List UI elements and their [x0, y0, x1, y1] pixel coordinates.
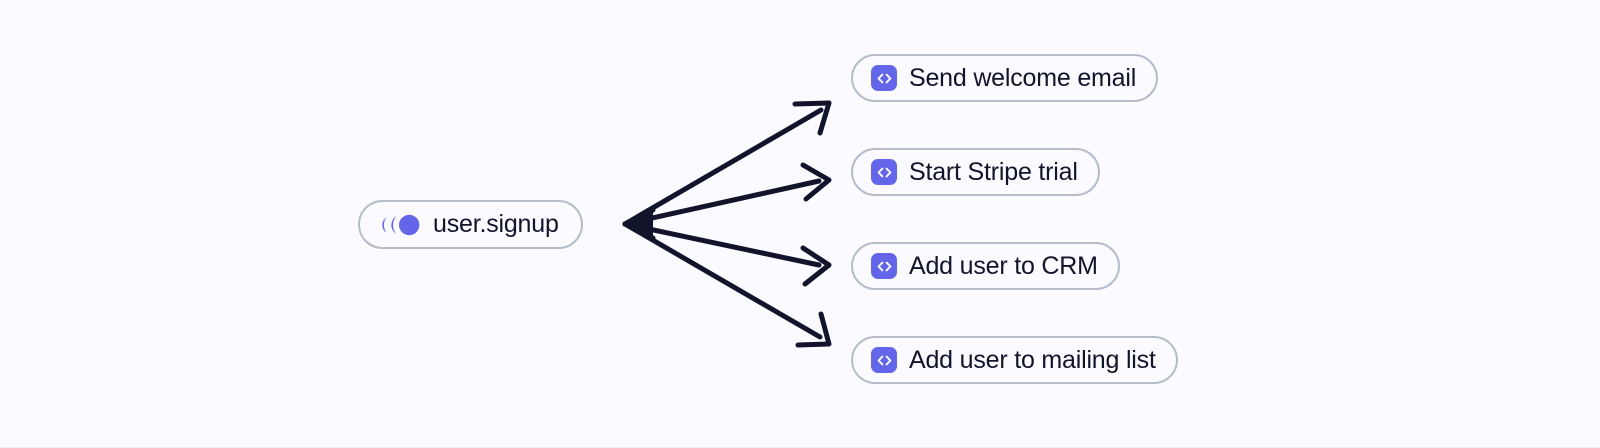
edge-to-action-2: [622, 162, 832, 227]
code-icon: [871, 159, 897, 185]
edge-to-action-4: [622, 221, 832, 348]
code-icon: [871, 65, 897, 91]
action-node-add-user-to-crm[interactable]: Add user to CRM: [851, 242, 1120, 290]
action-node-start-stripe-trial[interactable]: Start Stripe trial: [851, 148, 1100, 196]
code-icon: [871, 347, 897, 373]
broadcast-icon: [382, 214, 420, 235]
trigger-node-label: user.signup: [433, 210, 559, 238]
code-icon: [871, 253, 897, 279]
action-node-add-user-to-mailing-list[interactable]: Add user to mailing list: [851, 336, 1178, 384]
action-node-label: Add user to CRM: [909, 251, 1098, 280]
action-node-label: Add user to mailing list: [909, 345, 1156, 374]
action-node-label: Send welcome email: [909, 63, 1137, 92]
action-node-label: Start Stripe trial: [909, 157, 1078, 186]
trigger-node-user-signup[interactable]: user.signup: [358, 200, 583, 249]
hub-arrowhead-icon: [622, 207, 656, 241]
edge-to-action-1: [622, 100, 832, 227]
edge-to-action-3: [622, 221, 832, 287]
action-node-send-welcome-email[interactable]: Send welcome email: [851, 54, 1159, 102]
